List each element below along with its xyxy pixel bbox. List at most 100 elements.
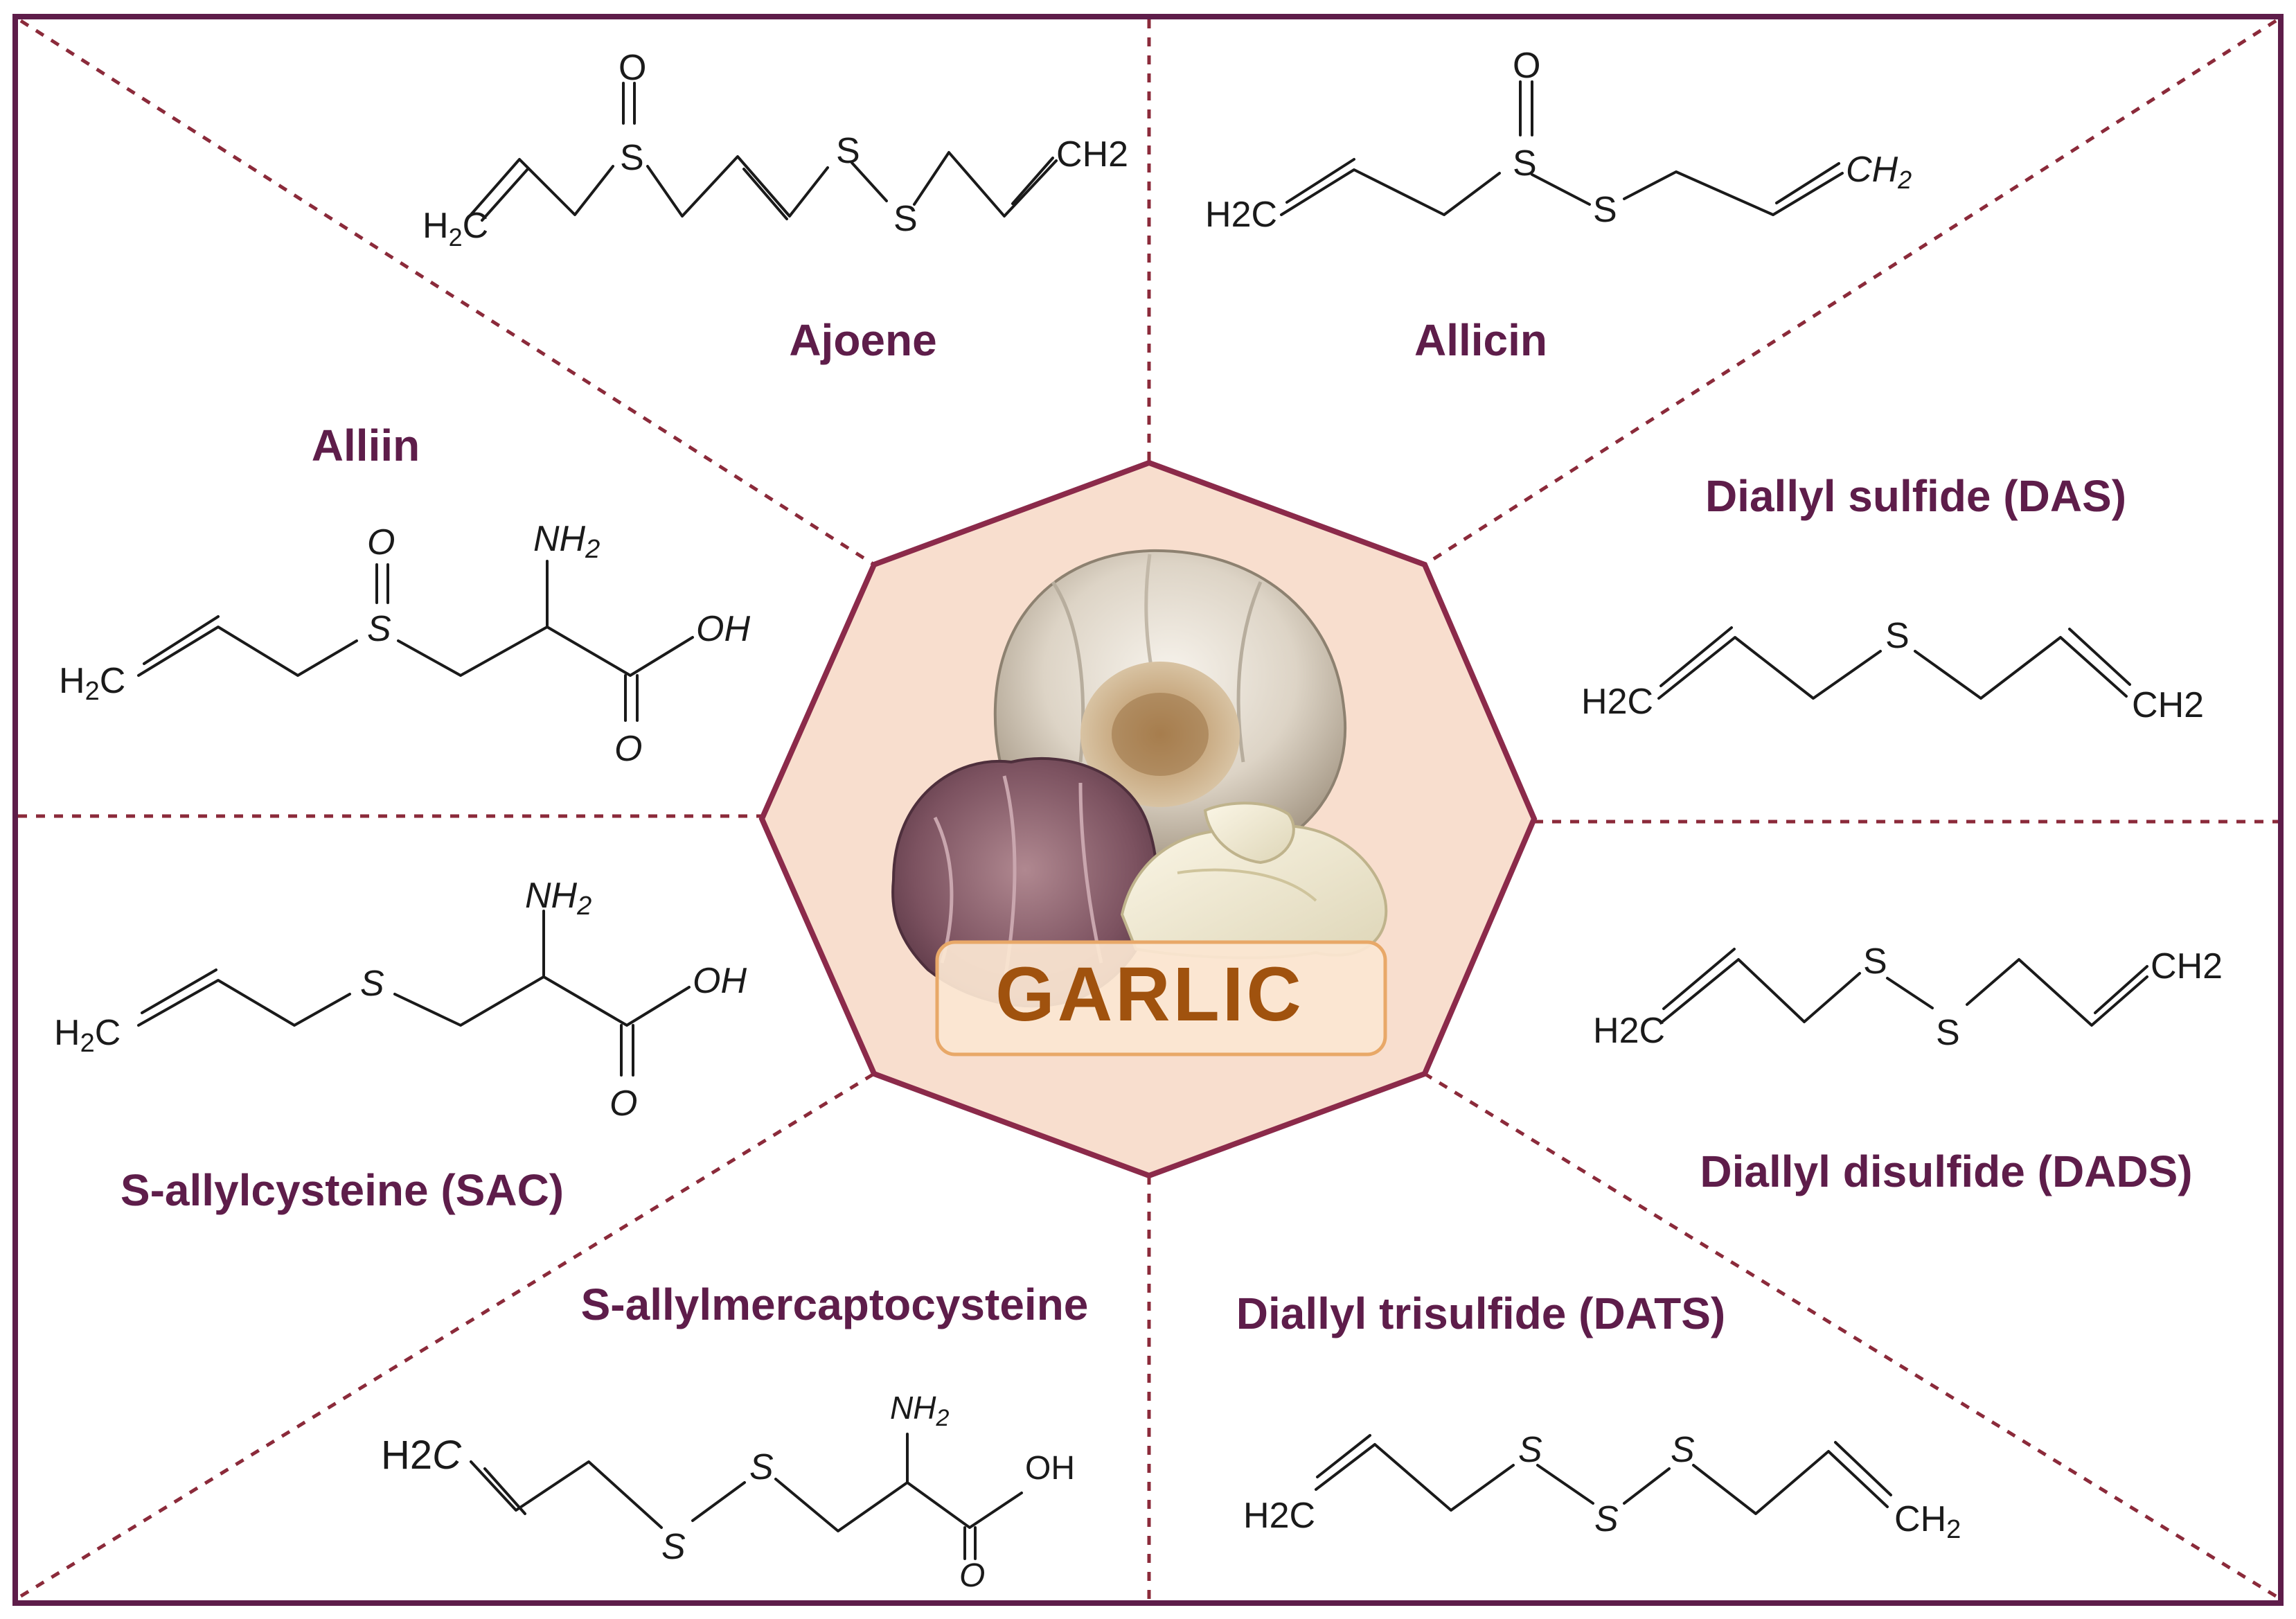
outer-frame bbox=[12, 14, 2284, 1606]
bond bbox=[397, 626, 694, 677]
bond bbox=[1280, 168, 1501, 216]
atom-subscript: 2 bbox=[2184, 685, 2204, 725]
atom-label: OH bbox=[1025, 1450, 1075, 1487]
atom-label: C bbox=[432, 1433, 462, 1478]
atom-subscript: 2 bbox=[1270, 1496, 1290, 1536]
bond bbox=[2068, 628, 2131, 686]
structure-dads: H2C S S CH2 bbox=[1593, 941, 2223, 1053]
structure-alliin: H2C S O NH2 OH O bbox=[59, 519, 750, 769]
bond bbox=[1834, 1441, 1892, 1496]
bond bbox=[137, 626, 358, 677]
atom-subscript: 2 bbox=[2202, 946, 2223, 987]
atom-label: H bbox=[2158, 685, 2184, 725]
atom-label: C bbox=[95, 1013, 121, 1053]
divider-top-right bbox=[1423, 19, 2277, 567]
atom-label: C bbox=[1894, 1499, 1921, 1539]
atom-label: C bbox=[463, 206, 489, 246]
atom-label: C bbox=[2151, 946, 2177, 987]
bond bbox=[1657, 636, 1882, 700]
atom-label: H bbox=[1205, 195, 1231, 235]
atom-subscript: 2 bbox=[85, 677, 100, 706]
atom-subscript: 2 bbox=[410, 1433, 432, 1478]
bond bbox=[1775, 162, 1840, 204]
atom-label: H2C bbox=[1581, 682, 1653, 722]
structure-samc: H2C S S NH2 OH O bbox=[381, 1390, 1075, 1594]
bond bbox=[1966, 958, 2148, 1027]
atom-label: S bbox=[360, 964, 384, 1004]
compound-name-samc: S-allylmercaptocysteine bbox=[581, 1280, 1089, 1329]
atom-subscript: 2 bbox=[80, 1029, 95, 1058]
atom-label: C bbox=[1639, 1011, 1665, 1051]
bond bbox=[137, 979, 351, 1027]
atom-label: S bbox=[367, 609, 391, 649]
atom-label: O bbox=[619, 48, 646, 88]
atom-label: H bbox=[54, 1013, 80, 1053]
atom-subscript: 2 bbox=[449, 223, 463, 251]
atom-label: H2C bbox=[422, 206, 488, 251]
atom-label: NH bbox=[890, 1390, 936, 1426]
atom-label: H2C bbox=[1243, 1496, 1315, 1536]
atom-label: H bbox=[1243, 1496, 1270, 1536]
atom-label: S bbox=[620, 138, 644, 178]
atom-label: H bbox=[1921, 1499, 1947, 1539]
atom-label: S bbox=[1671, 1430, 1695, 1470]
atom-label: S bbox=[1863, 941, 1887, 982]
atom-label: H2C bbox=[1205, 195, 1277, 235]
bond bbox=[1531, 173, 1591, 206]
bond bbox=[851, 161, 888, 202]
atom-label: C bbox=[1289, 1496, 1315, 1536]
structure-dats: H2C S S S CH2 bbox=[1243, 1430, 1961, 1544]
atom-label: H bbox=[1593, 1011, 1619, 1051]
bond bbox=[393, 975, 691, 1027]
atom-label: H2C bbox=[59, 661, 125, 706]
atom-label: H2C bbox=[54, 1013, 121, 1058]
atom-label: H2C bbox=[381, 1433, 462, 1478]
atom-label: O bbox=[367, 522, 395, 563]
atom-subscript: 2 bbox=[1897, 166, 1912, 194]
bond bbox=[481, 168, 529, 222]
compound-name-dats: Diallyl trisulfide (DATS) bbox=[1236, 1289, 1725, 1338]
atom-label: S bbox=[1885, 616, 1910, 656]
atom-subscript: 2 bbox=[1946, 1515, 1961, 1544]
bond bbox=[1011, 157, 1054, 205]
bond bbox=[742, 168, 788, 220]
atom-subscript: 2 bbox=[1619, 1011, 1639, 1051]
atom-subscript: 2 bbox=[1231, 195, 1252, 235]
bond bbox=[143, 615, 220, 665]
atom-label: C bbox=[1627, 682, 1653, 722]
dividers bbox=[18, 19, 2278, 1600]
compound-name-dads: Diallyl disulfide (DADS) bbox=[1700, 1147, 2192, 1196]
atom-label: S bbox=[661, 1527, 686, 1567]
atom-label: H bbox=[381, 1433, 410, 1478]
atom-label: O bbox=[609, 1083, 637, 1124]
atom-label: NH2 bbox=[525, 876, 591, 921]
atom-label: CH2 bbox=[1056, 134, 1128, 175]
atom-label: O bbox=[614, 729, 642, 769]
bond bbox=[1623, 170, 1844, 216]
atom-label: S bbox=[1513, 143, 1537, 184]
bond bbox=[1662, 948, 1736, 1010]
structure-allicin: H2C S O S CH2 bbox=[1205, 46, 1912, 235]
atom-label: NH2 bbox=[890, 1390, 949, 1431]
atom-label: H2C bbox=[1593, 1011, 1665, 1051]
bond bbox=[1659, 626, 1733, 687]
atom-label: O bbox=[959, 1557, 985, 1594]
bond bbox=[913, 151, 1058, 218]
atom-label: C bbox=[1846, 150, 1872, 190]
garlic-cloves-image bbox=[1120, 802, 1388, 959]
atom-label: S bbox=[893, 199, 918, 239]
atom-label: H bbox=[422, 206, 449, 246]
bond bbox=[691, 1481, 746, 1522]
atom-label: OH bbox=[696, 609, 750, 649]
divider-top-left bbox=[19, 19, 875, 567]
atom-label: S bbox=[1936, 1013, 1960, 1053]
compound-name-alliin: Alliin bbox=[312, 421, 420, 470]
atom-label: S bbox=[836, 131, 860, 171]
atom-label: S bbox=[1518, 1430, 1542, 1470]
atom-label: H bbox=[1581, 682, 1608, 722]
atom-label: CH2 bbox=[2132, 685, 2204, 725]
atom-label: C bbox=[2132, 685, 2158, 725]
compound-name-sac: S-allylcysteine (SAC) bbox=[121, 1165, 564, 1215]
garlic-illustration: GARLIC bbox=[891, 549, 1388, 1056]
atom-label: S bbox=[1594, 1499, 1619, 1539]
